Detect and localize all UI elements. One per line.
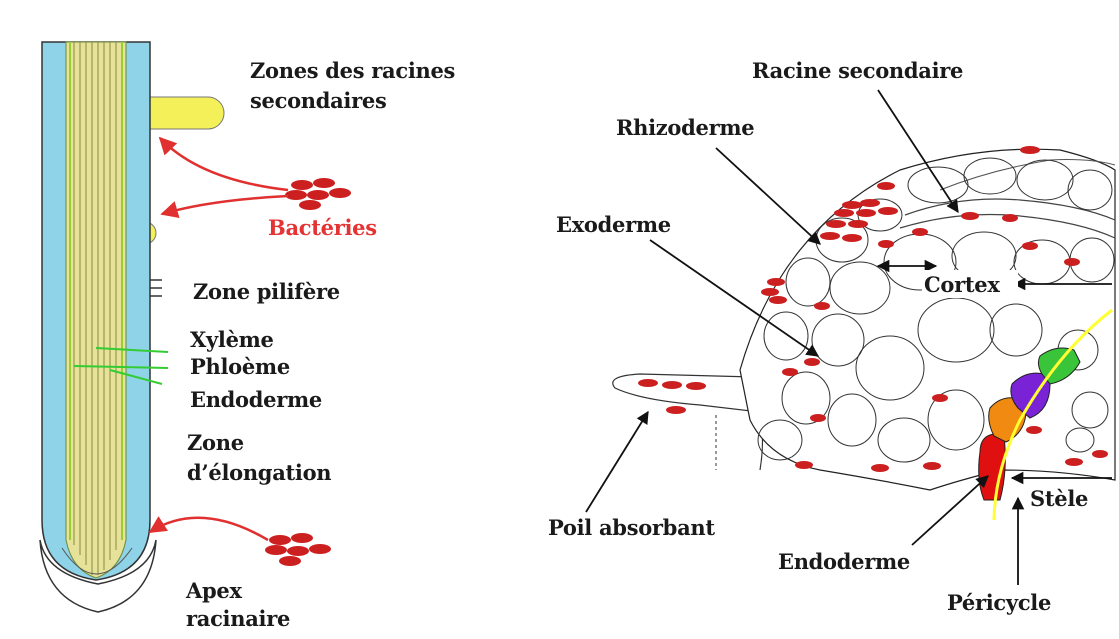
label-zones-racines-secondaires-line2: secondaires	[250, 88, 386, 114]
label-zone-pilifere: Zone pilifère	[193, 279, 340, 305]
label-phloeme: Phloème	[190, 354, 290, 380]
root-hair-ticks	[150, 280, 162, 296]
label-apex-line1: Apex	[186, 578, 242, 604]
arrow-poil-absorbant	[586, 412, 648, 512]
label-cortex: Cortex	[924, 272, 1000, 298]
label-pericycle: Péricycle	[947, 590, 1051, 616]
label-poil-absorbant: Poil absorbant	[548, 515, 715, 541]
tissue-outline	[740, 149, 1115, 490]
label-endoderme-right: Endoderme	[778, 549, 910, 575]
root-stele	[66, 42, 126, 578]
label-rhizoderme: Rhizoderme	[616, 115, 754, 141]
label-zone-elongation-line2: d’élongation	[187, 460, 331, 486]
bacteria-cluster-upper	[285, 178, 351, 210]
bacteria-cluster-lower	[265, 533, 331, 566]
label-xyleme: Xylème	[190, 327, 274, 353]
label-exoderme: Exoderme	[556, 212, 671, 238]
label-endoderme-left: Endoderme	[190, 387, 322, 413]
label-stele: Stèle	[1030, 486, 1088, 512]
label-zone-elongation-line1: Zone	[187, 430, 244, 456]
arrow-rhizoderme	[716, 148, 820, 244]
label-zones-racines-secondaires-line1: Zones des racines	[250, 58, 455, 84]
label-racine-secondaire: Racine secondaire	[752, 58, 963, 84]
label-apex-line2: racinaire	[186, 606, 290, 632]
label-bacteries: Bactéries	[268, 215, 377, 241]
